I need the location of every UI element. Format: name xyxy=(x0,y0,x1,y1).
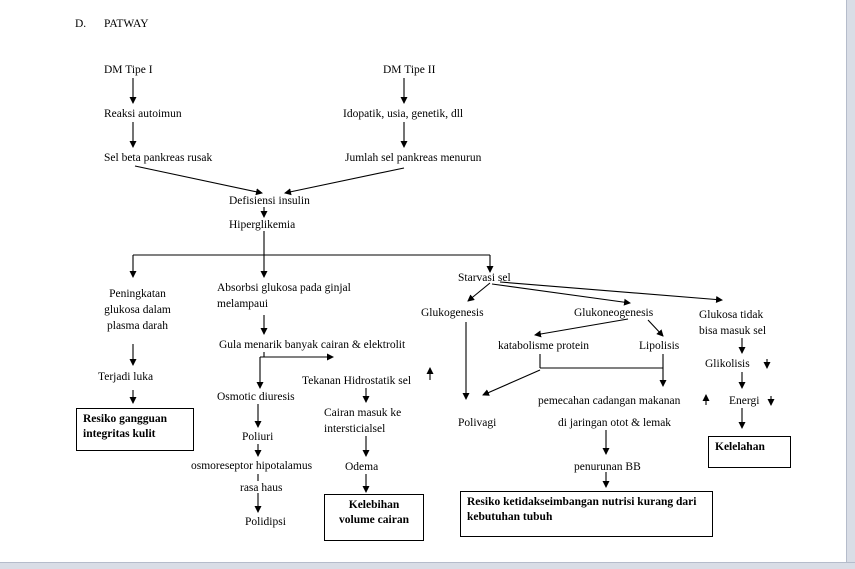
node-osmoreseptor-hipotalamus: osmoreseptor hipotalamus xyxy=(191,460,313,472)
node-defisiensi-insulin: Defisiensi insulin xyxy=(229,195,310,207)
node-peningkatan-glukosa: Peningkatan glukosa dalam plasma darah xyxy=(104,288,171,332)
node-lipolisis: Lipolisis xyxy=(639,340,680,352)
node-idiopatik: Idopatik, usia, genetik, dll xyxy=(343,108,464,120)
node-polivagi: Polivagi xyxy=(458,417,497,429)
node-poliuri: Poliuri xyxy=(242,431,274,443)
node-katabolisme-protein: katabolisme protein xyxy=(498,340,590,352)
node-penurunan-bb: penurunan BB xyxy=(574,461,641,473)
node-glukogenesis: Glukogenesis xyxy=(421,307,484,319)
node-jumlah-sel-menurun: Jumlah sel pankreas menurun xyxy=(345,152,482,164)
section-letter: D. xyxy=(75,18,87,30)
diagnosis-box-kelelahan: Kelelahan xyxy=(708,436,791,468)
node-glukoneogenesis: Glukoneogenesis xyxy=(574,307,654,319)
node-glikolisis: Glikolisis xyxy=(705,358,750,370)
node-terjadi-luka: Terjadi luka xyxy=(98,371,154,383)
node-hiperglikemia: Hiperglikemia xyxy=(229,219,296,231)
node-pemecahan-cadangan: pemecahan cadangan makanan xyxy=(538,395,681,407)
node-starvasi-sel: Starvasi sel xyxy=(458,272,511,284)
node-sel-beta-rusak: Sel beta pankreas rusak xyxy=(104,152,213,164)
node-rasa-haus: rasa haus xyxy=(240,482,283,494)
node-energi: Energi xyxy=(729,395,760,407)
node-dm-tipe-1: DM Tipe I xyxy=(104,64,153,76)
window-bottom-edge xyxy=(0,562,855,569)
node-odema: Odema xyxy=(345,461,379,473)
window-right-edge xyxy=(846,0,855,568)
diagnosis-box-nutrisi: Resiko ketidakseimbangan nutrisi kurang … xyxy=(460,491,713,537)
node-tekanan-hidrostatik: Tekanan Hidrostatik sel xyxy=(302,375,412,387)
node-cairan-masuk: Cairan masuk ke intersticialsel xyxy=(324,407,402,435)
node-glukosa-tidak-masuk-sel: Glukosa tidak bisa masuk sel xyxy=(699,309,767,337)
diagnosis-box-kelebihan-cairan: Kelebihan volume cairan xyxy=(324,494,424,541)
node-jaringan-otot-lemak: di jaringan otot & lemak xyxy=(558,417,672,429)
diagnosis-box-integritas-kulit: Resiko gangguan integritas kulit xyxy=(76,408,194,451)
node-reaksi-autoimun: Reaksi autoimun xyxy=(104,108,182,120)
node-gula-menarik-cairan: Gula menarik banyak cairan & elektrolit xyxy=(219,339,406,351)
node-polidipsi: Polidipsi xyxy=(245,516,286,528)
node-osmotic-diuresis: Osmotic diuresis xyxy=(217,391,295,403)
node-absorbsi-glukosa: Absorbsi glukosa pada ginjal melampaui xyxy=(217,282,351,310)
node-dm-tipe-2: DM Tipe II xyxy=(383,64,436,76)
section-title: PATWAY xyxy=(104,18,149,30)
